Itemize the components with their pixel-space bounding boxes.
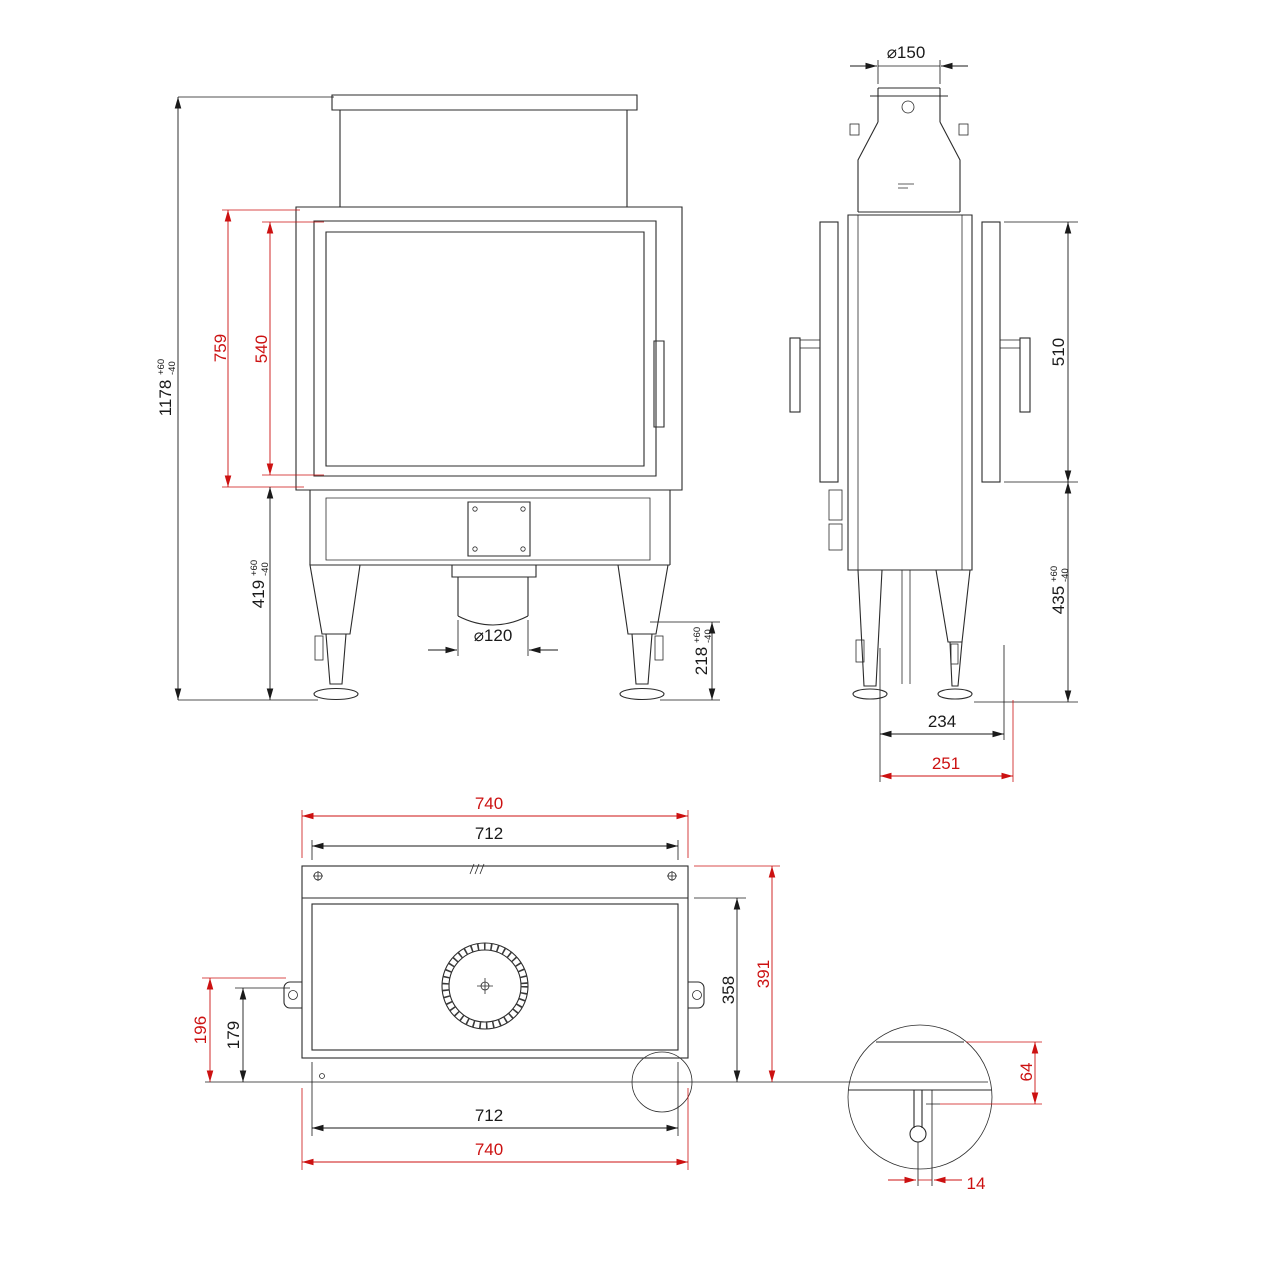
top-left-tab xyxy=(283,981,302,1009)
front-access-box xyxy=(467,501,531,557)
side-left-panel xyxy=(819,221,839,483)
dim-side-depth-body: 234 xyxy=(879,645,1005,782)
dim-label-flue-diameter: ⌀150 xyxy=(887,43,926,62)
top-outline xyxy=(205,863,988,1113)
side-outline xyxy=(789,87,1031,700)
dim-detail-slot-offset: 14 xyxy=(888,1174,985,1193)
tol-plus: +60 xyxy=(249,560,260,576)
dim-label-offset-inner: 179 xyxy=(224,1021,243,1049)
front-outline xyxy=(295,94,683,701)
dim-label-outer-depth: 391 xyxy=(754,960,773,988)
dim-front-total-height: 1178 +60 -40 xyxy=(156,96,334,701)
dim-label-total-height: 1178 xyxy=(156,380,175,417)
tol-plus: +60 xyxy=(156,359,167,375)
dim-label-outer-width-bottom: 740 xyxy=(475,1140,503,1159)
dim-detail-edge-offset: 64 xyxy=(940,1041,1042,1105)
dim-label-depth-body: 234 xyxy=(928,712,956,731)
dim-label-inner-width-bottom: 712 xyxy=(475,1106,503,1125)
tol-minus: -40 xyxy=(1060,568,1071,582)
side-right-panel xyxy=(981,221,1001,483)
dim-top-inner-width-top: 712 xyxy=(311,824,679,860)
dim-top-offset-inner: 179 xyxy=(224,987,290,1082)
dim-top-inner-width-bottom: 712 xyxy=(311,1062,679,1136)
front-door-handle xyxy=(653,340,665,428)
side-front-foot xyxy=(937,688,973,700)
dim-side-flue-diameter: ⌀150 xyxy=(850,43,968,84)
detail-view: 64 14 xyxy=(847,1024,1042,1193)
front-left-foot xyxy=(313,687,359,701)
front-glass xyxy=(325,231,645,467)
front-bottom-flue xyxy=(451,564,537,626)
dim-label-glass-height: 540 xyxy=(252,335,271,363)
dim-label-slot-offset: 14 xyxy=(967,1174,986,1193)
dim-label-side-base-height: 435 xyxy=(1049,586,1068,614)
dim-label-foot-height: 218 xyxy=(692,647,711,675)
side-left-handle xyxy=(789,337,821,413)
front-firebox-frame xyxy=(295,206,683,491)
dim-label-base-height: 419 xyxy=(249,580,268,608)
dim-label-edge-offset: 64 xyxy=(1017,1063,1036,1082)
dim-top-outer-width-top: 740 xyxy=(301,794,689,858)
dim-label-inner-width-top: 712 xyxy=(475,824,503,843)
dim-label-offset-outer: 196 xyxy=(191,1016,210,1044)
dim-top-outer-depth: 391 xyxy=(694,865,780,1082)
front-left-leg xyxy=(309,564,361,701)
tol-minus: -40 xyxy=(260,562,271,576)
side-back-foot xyxy=(852,688,888,700)
dim-top-inner-depth: 358 xyxy=(694,897,746,1082)
dim-label-inner-depth: 358 xyxy=(719,976,738,1004)
dim-front-frame-height: 759 xyxy=(211,209,304,488)
dim-label-bottom-flue-diameter: ⌀120 xyxy=(474,626,513,645)
top-right-tab xyxy=(688,981,705,1009)
dim-front-base-height: 419 +60 -40 xyxy=(249,487,274,700)
top-body-outer xyxy=(301,865,689,1059)
dim-label-outer-width-top: 740 xyxy=(475,794,503,813)
detail-indicator-circle xyxy=(631,1051,693,1113)
dim-label-frame-height: 759 xyxy=(211,334,230,362)
tol-minus: -40 xyxy=(703,629,714,643)
dim-side-panel-height: 510 xyxy=(1004,221,1078,483)
top-flue-opening xyxy=(441,942,529,1030)
front-right-leg xyxy=(617,564,669,701)
top-body-inner xyxy=(311,903,679,1051)
tol-plus: +60 xyxy=(692,627,703,643)
side-legs xyxy=(852,569,973,700)
side-flue-bolt xyxy=(901,100,915,114)
front-right-foot xyxy=(619,687,665,701)
dim-side-base-height: 435 +60 -40 xyxy=(974,482,1078,703)
tol-plus: +60 xyxy=(1049,566,1060,582)
dim-front-foot-height: 218 +60 -40 xyxy=(650,621,720,701)
tol-minus: -40 xyxy=(167,361,178,375)
detail-outline xyxy=(848,1041,992,1186)
dim-top-outer-width-bottom: 740 xyxy=(301,1088,689,1170)
detail-circle xyxy=(847,1024,993,1170)
side-right-handle xyxy=(999,337,1031,413)
dim-side-depth-total: 251 xyxy=(880,700,1014,782)
dim-label-depth-total: 251 xyxy=(932,754,960,773)
dim-top-offset-outer: 196 xyxy=(191,977,286,1082)
top-flange-screws xyxy=(313,863,677,1079)
side-body xyxy=(847,214,973,571)
top-view: 740 712 391 358 196 xyxy=(191,794,988,1170)
dim-front-bottom-flue: ⌀120 xyxy=(428,620,558,656)
front-door-frame xyxy=(313,220,657,477)
dim-label-panel-height: 510 xyxy=(1049,338,1068,366)
dim-front-glass-height: 540 xyxy=(252,221,324,476)
detail-slot-hole xyxy=(909,1125,927,1143)
front-view: 1178 +60 -40 759 540 419 +60 -40 xyxy=(156,94,720,701)
side-view: ⌀150 510 435 +60 -40 234 251 xyxy=(789,43,1078,782)
